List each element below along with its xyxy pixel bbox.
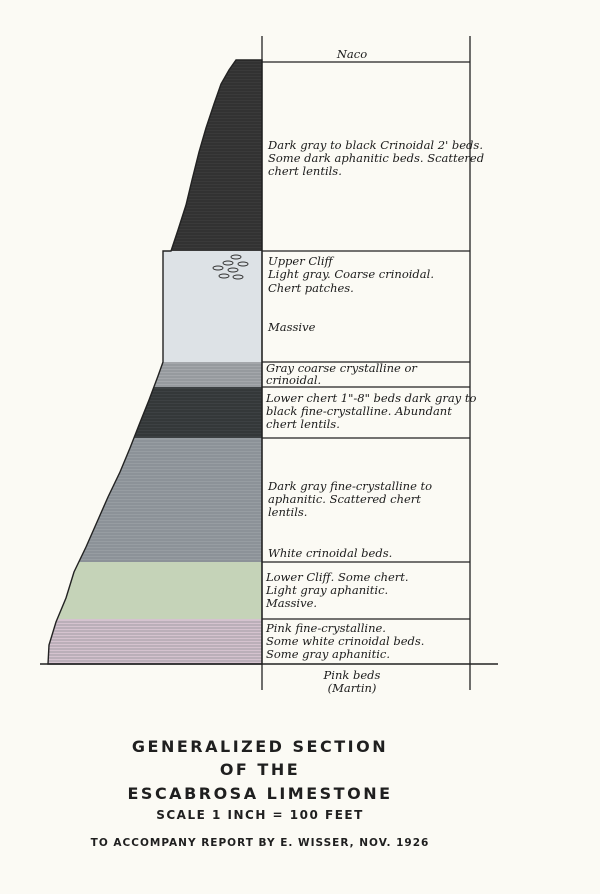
caption-title-line-3: ESCABROSA LIMESTONE <box>127 784 393 803</box>
unit-5-description: Dark gray fine-crystalline to aphanitic.… <box>267 479 432 560</box>
profile-outline <box>47 59 263 665</box>
unit-5-band <box>48 438 262 562</box>
top-unit-label: Naco <box>336 47 367 61</box>
unit-4-band <box>48 387 262 438</box>
svg-text:Massive.: Massive. <box>265 596 317 610</box>
svg-text:Pink fine-crystalline.: Pink fine-crystalline. <box>265 621 386 635</box>
unit-6-band <box>48 562 262 619</box>
svg-text:chert lentils.: chert lentils. <box>266 417 340 431</box>
unit-dividers <box>262 61 470 620</box>
unit-7-description: Pink fine-crystalline. Some white crinoi… <box>265 621 424 661</box>
stratigraphic-section: Naco Dark gray to black Crinoidal 2' bed… <box>40 36 498 695</box>
svg-text:Massive: Massive <box>267 320 316 334</box>
chert-patch-symbols <box>212 254 249 280</box>
svg-text:Lower Cliff. Some chert.: Lower Cliff. Some chert. <box>265 570 409 584</box>
svg-text:Pink beds: Pink beds <box>323 668 381 682</box>
unit-3-description: Gray coarse crystalline or crinoidal. <box>266 361 418 387</box>
unit-7-band <box>48 619 262 664</box>
svg-text:Some gray aphanitic.: Some gray aphanitic. <box>266 647 390 661</box>
unit-1-band <box>48 60 262 251</box>
svg-text:Some white crinoidal beds.: Some white crinoidal beds. <box>266 634 424 648</box>
svg-text:crinoidal.: crinoidal. <box>266 373 321 387</box>
svg-text:Some dark aphanitic beds. Scat: Some dark aphanitic beds. Scattered <box>268 151 484 165</box>
svg-text:Light gray aphanitic.: Light gray aphanitic. <box>265 583 388 597</box>
svg-text:Lower chert 1"-8" beds dark gr: Lower chert 1"-8" beds dark gray to <box>265 391 476 405</box>
caption-scale: SCALE 1 INCH = 100 FEET <box>156 808 364 822</box>
unit-2-description: Upper Cliff Light gray. Coarse crinoidal… <box>267 254 434 334</box>
svg-text:White crinoidal beds.: White crinoidal beds. <box>268 546 392 560</box>
bottom-unit-label: Pink beds (Martin) <box>323 668 381 695</box>
svg-text:Dark gray fine-crystalline to: Dark gray fine-crystalline to <box>267 479 432 493</box>
svg-text:Chert patches.: Chert patches. <box>268 281 354 295</box>
unit-6-description: Lower Cliff. Some chert. Light gray apha… <box>265 570 409 610</box>
unit-2-band <box>48 251 262 362</box>
unit-4-description: Lower chert 1"-8" beds dark gray to blac… <box>265 391 476 431</box>
caption-title-line-1: GENERALIZED SECTION <box>131 737 389 756</box>
svg-text:black fine-crystalline. Abunda: black fine-crystalline. Abundant <box>266 404 452 418</box>
svg-text:chert lentils.: chert lentils. <box>268 164 342 178</box>
svg-text:lentils.: lentils. <box>268 505 307 519</box>
description-column <box>261 36 471 690</box>
svg-text:Light gray. Coarse crinoidal.: Light gray. Coarse crinoidal. <box>267 267 434 281</box>
svg-text:Upper Cliff: Upper Cliff <box>268 254 335 268</box>
profile-fills <box>48 60 262 664</box>
svg-text:aphanitic. Scattered chert: aphanitic. Scattered chert <box>268 492 421 506</box>
caption-report-credit: TO ACCOMPANY REPORT BY E. WISSER, NOV. 1… <box>90 837 430 849</box>
svg-text:Gray coarse crystalline or: Gray coarse crystalline or <box>266 361 418 375</box>
svg-text:Dark gray to black Crinoidal 2: Dark gray to black Crinoidal 2' beds. <box>267 138 483 152</box>
svg-text:(Martin): (Martin) <box>328 681 377 695</box>
caption-title-line-2: OF THE <box>219 760 301 779</box>
unit-1-description: Dark gray to black Crinoidal 2' beds. So… <box>267 138 484 178</box>
